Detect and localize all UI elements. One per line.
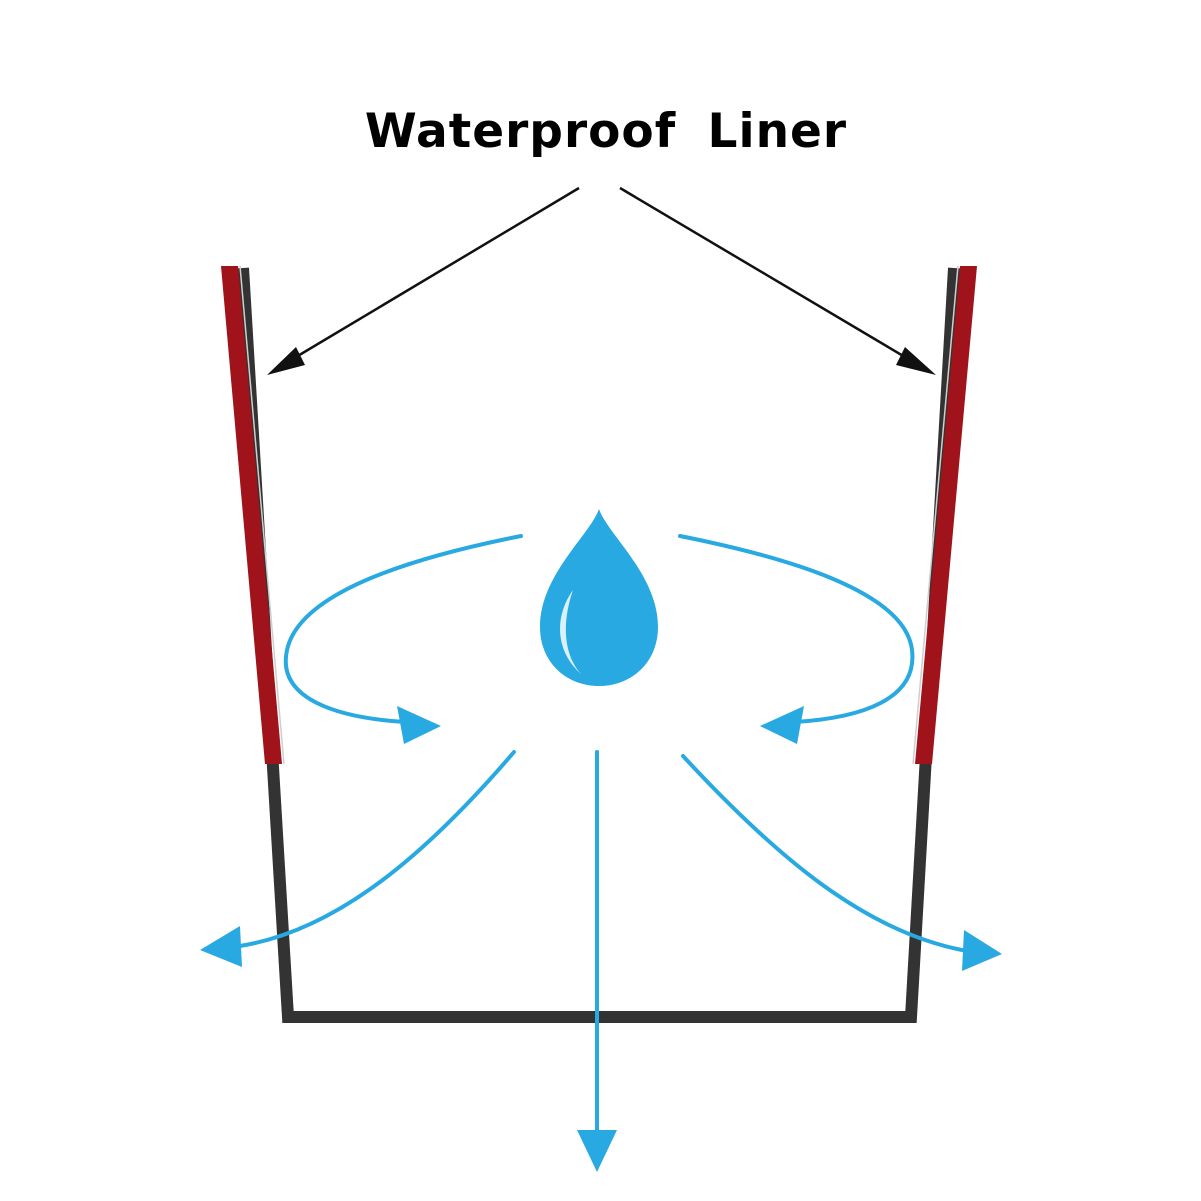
- right-circulation-arrowhead: [760, 706, 804, 744]
- left-drain-arrowhead: [200, 926, 242, 967]
- left-liner: [221, 266, 282, 764]
- right-pointer-line: [619, 186, 911, 362]
- left-pointer-line: [290, 186, 580, 362]
- center-drain-arrowhead: [577, 1130, 617, 1172]
- left-drain-curve: [238, 750, 516, 948]
- right-pointer-arrowhead: [896, 347, 936, 375]
- pot: [221, 265, 977, 1023]
- water-arrowheads: [200, 706, 1002, 1172]
- left-liner-edge: [239, 265, 285, 765]
- left-pointer-arrowhead: [267, 347, 305, 375]
- right-drain-curve: [681, 754, 964, 952]
- right-liner: [915, 266, 977, 764]
- right-drain-arrowhead: [962, 930, 1002, 971]
- liner-pointers: [267, 186, 936, 375]
- diagram-title: Waterproof Liner: [364, 104, 848, 159]
- left-circulation-arrowhead: [397, 706, 441, 744]
- water-drop-icon: [540, 509, 658, 686]
- water-flow: [238, 534, 964, 1140]
- right-liner-edge: [912, 265, 959, 765]
- right-circulation-curve: [678, 534, 915, 724]
- left-circulation-curve: [283, 534, 523, 724]
